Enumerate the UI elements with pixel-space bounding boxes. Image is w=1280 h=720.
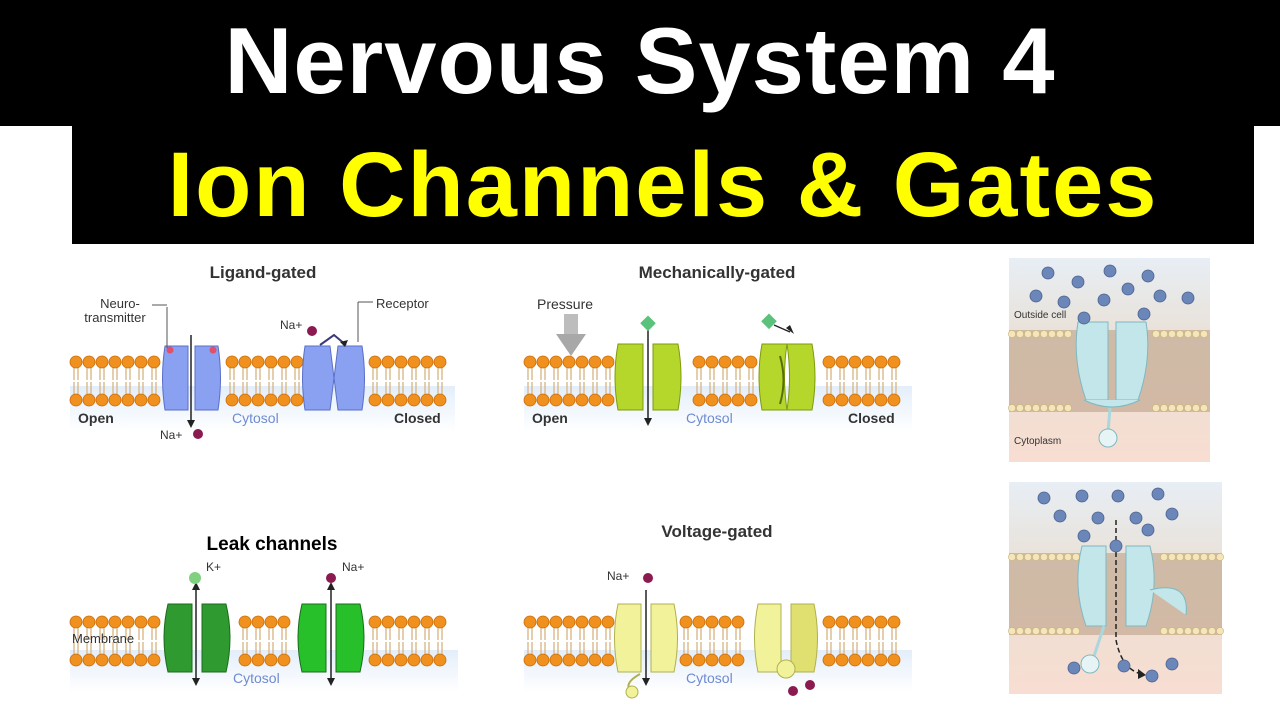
cytoplasm-label: Cytoplasm [1014, 436, 1061, 447]
membrane-label: Membrane [72, 631, 134, 646]
ion-particle [1097, 293, 1111, 307]
sodium-ion-label: Na+ [342, 560, 364, 574]
sodium-ion-label: Na+ [607, 569, 629, 583]
title-banner-top: Nervous System 4 [0, 0, 1280, 126]
potassium-ion [189, 572, 201, 584]
sodium-ion [307, 326, 317, 336]
title-banner-bottom: Ion Channels & Gates [72, 126, 1254, 244]
ligand-gated-title: Ligand-gated [210, 263, 317, 282]
potassium-ion-label: K+ [206, 560, 221, 574]
ion-particle [1037, 491, 1051, 505]
side-membrane [1008, 330, 1208, 412]
ion-particle [1129, 511, 1143, 525]
ion-particle [1153, 289, 1167, 303]
pressure-label: Pressure [537, 296, 593, 312]
ion-particle [1071, 275, 1085, 289]
title-line-1: Nervous System 4 [224, 8, 1056, 113]
lipid-bilayer [523, 355, 901, 407]
leak-channel-na [297, 582, 365, 686]
closed-label: Closed [394, 410, 441, 426]
leak-channels-panel: Leak channels K+ Na+ Membrane Cytosol [69, 534, 458, 692]
ion-particle [1041, 266, 1055, 280]
sodium-ion [805, 680, 815, 690]
ion-particle [1141, 523, 1155, 537]
ion-particle [1111, 489, 1125, 503]
leak-channel-k [163, 582, 231, 686]
voltage-channel-open [614, 590, 678, 699]
ion-particle [1117, 659, 1131, 673]
sodium-ion [326, 573, 336, 583]
mechanically-gated-panel: Mechanically-gated Pressure Open Cytosol… [523, 263, 912, 432]
side-illustration-closed: Outside cell Cytoplasm [1008, 258, 1210, 462]
mechanically-gated-title: Mechanically-gated [639, 263, 796, 282]
ion-particle [1145, 669, 1159, 683]
ion-particle [1165, 657, 1179, 671]
title-line-2: Ion Channels & Gates [167, 134, 1159, 236]
lipid-bilayer [523, 615, 901, 667]
side-membrane [1008, 553, 1224, 635]
sodium-ion-label: Na+ [160, 428, 182, 442]
voltage-gated-panel: Voltage-gated Na+ Cytosol [523, 522, 912, 699]
neurotransmitter-label: Neuro- [100, 296, 140, 311]
ion-particle [1137, 307, 1151, 321]
ion-particle [1067, 661, 1081, 675]
open-label: Open [532, 410, 568, 426]
pressure-arrow-icon [556, 314, 586, 356]
ligand-channel-closed [302, 333, 365, 411]
ion-particle [1029, 289, 1043, 303]
ion-particle [1181, 291, 1195, 305]
ion-particle [1057, 295, 1071, 309]
ion-particle [1165, 507, 1179, 521]
receptor-label: Receptor [376, 296, 429, 311]
sodium-ion [643, 573, 653, 583]
open-label: Open [78, 410, 114, 426]
mechanical-channel-open [614, 315, 682, 426]
outside-cell-label: Outside cell [1014, 310, 1066, 321]
closed-label: Closed [848, 410, 895, 426]
cytosol-label: Cytosol [232, 410, 279, 426]
sodium-ion [193, 429, 203, 439]
cytosol-label: Cytosol [233, 670, 280, 686]
voltage-gated-title: Voltage-gated [661, 522, 772, 541]
lipid-bilayer [69, 355, 447, 407]
ion-particle [1077, 311, 1091, 325]
ion-particles [1037, 487, 1179, 683]
side-illustration-open [1008, 482, 1224, 694]
cytosol-label: Cytosol [686, 410, 733, 426]
ion-particle [1075, 489, 1089, 503]
sodium-ion-label: Na+ [280, 318, 302, 332]
voltage-channel-closed [754, 603, 818, 679]
ion-particle [1141, 269, 1155, 283]
ion-particle [1151, 487, 1165, 501]
cytosol-label: Cytosol [686, 670, 733, 686]
neurotransmitter-label-2: transmitter [84, 310, 146, 325]
ligand-channel-open [162, 335, 221, 428]
ion-particle [1103, 264, 1117, 278]
ion-particle [1053, 509, 1067, 523]
ligand-gated-panel: Ligand-gated Neuro- transmitter Receptor… [69, 263, 455, 442]
mechanical-channel-closed [758, 313, 816, 411]
sodium-ion [788, 686, 798, 696]
ion-particle [1091, 511, 1105, 525]
leak-channels-title: Leak channels [207, 534, 338, 555]
ion-particle [1077, 529, 1091, 543]
ion-particle [1121, 282, 1135, 296]
ion-particle [1109, 539, 1123, 553]
ion-particles [1029, 264, 1195, 325]
